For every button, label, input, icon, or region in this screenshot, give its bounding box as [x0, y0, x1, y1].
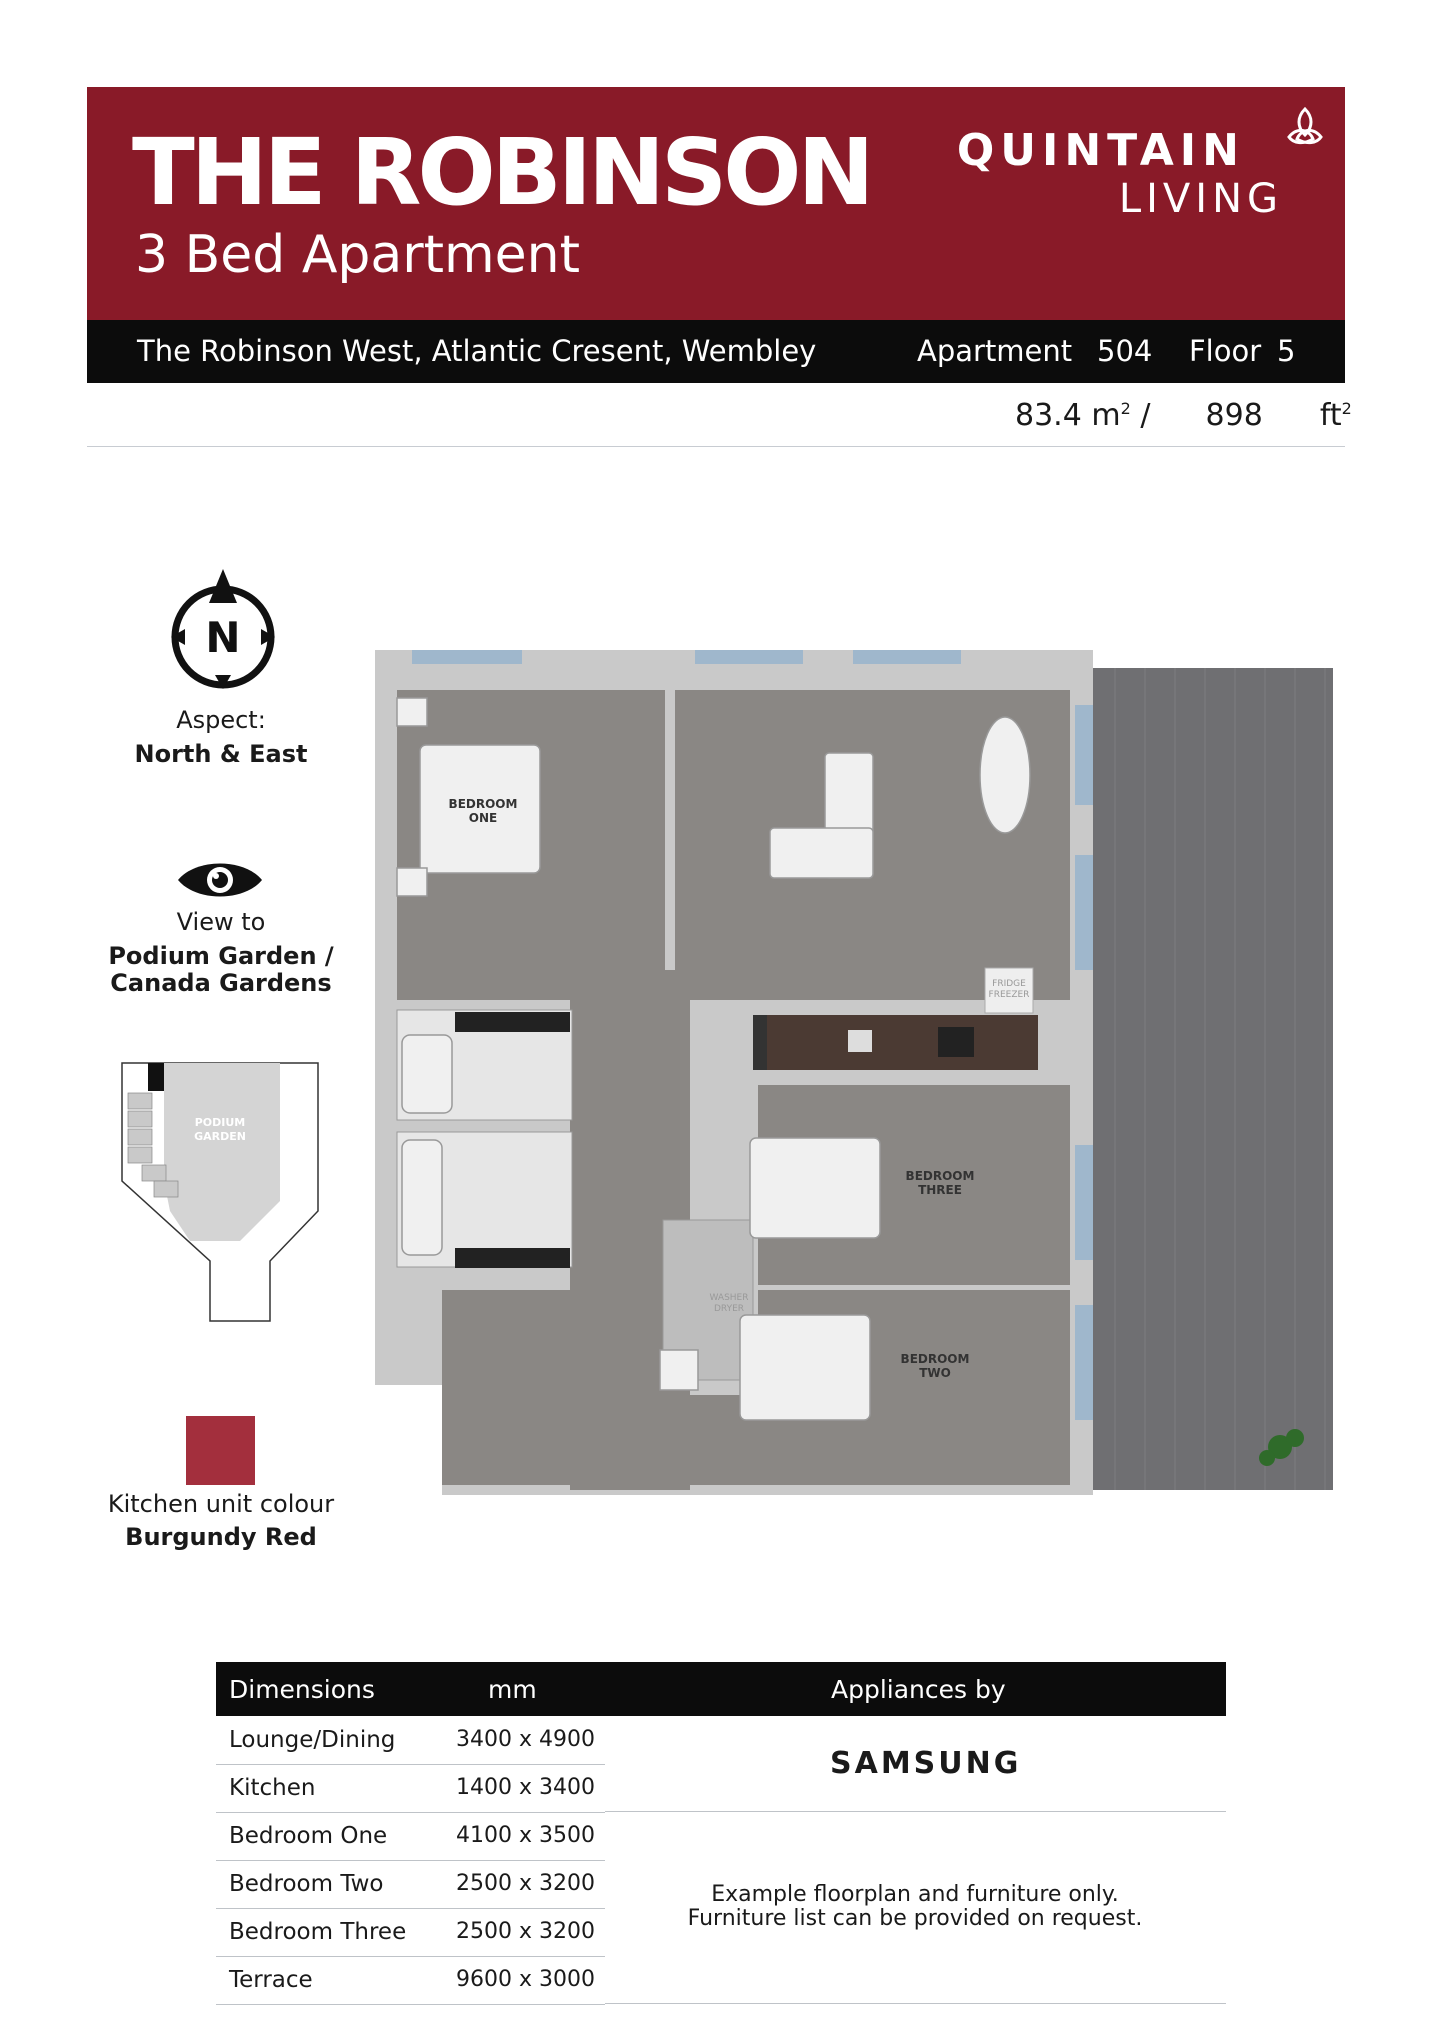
brand-sub: LIVING	[1118, 176, 1283, 222]
svg-text:ONE: ONE	[469, 811, 497, 825]
view-label: View to	[176, 908, 266, 936]
svg-text:THREE: THREE	[918, 1183, 962, 1197]
dining-table	[979, 716, 1031, 834]
appliances-divider	[605, 1811, 1226, 1812]
appliance-brand-logo: SAMSUNG	[830, 1746, 1022, 1781]
note-line-1: Example floorplan and furniture only.	[711, 1882, 1119, 1907]
address: The Robinson West, Atlantic Cresent, Wem…	[137, 334, 817, 368]
svg-text:BEDROOM: BEDROOM	[449, 797, 518, 811]
kitchen-counter	[753, 1015, 1038, 1070]
svg-text:BEDROOM: BEDROOM	[906, 1169, 975, 1183]
aspect-value: North & East	[134, 740, 308, 768]
page-title: THE ROBINSON	[132, 119, 874, 226]
header-dimensions: Dimensions	[229, 1675, 375, 1704]
address-bar: The Robinson West, Atlantic Cresent, Wem…	[87, 320, 1345, 383]
area-ft2: 898	[1205, 398, 1263, 433]
table-row: Kitchen 1400 x 3400	[216, 1764, 605, 1813]
site-plan-keymap: PODIUM GARDEN	[121, 1062, 319, 1322]
svg-text:N: N	[205, 613, 240, 662]
svg-text:GARDEN: GARDEN	[194, 1130, 246, 1143]
brand-name: QUINTAIN	[956, 125, 1245, 176]
header-divider	[87, 446, 1345, 447]
floor-label: Floor	[1189, 334, 1262, 368]
eye-icon	[178, 863, 262, 897]
kitchen-label: Kitchen unit colour	[107, 1490, 335, 1518]
brand-logo-icon	[1287, 106, 1323, 145]
table-row: Bedroom Three 2500 x 3200	[216, 1908, 605, 1957]
washer-dryer	[659, 1349, 699, 1391]
view-value-1: Podium Garden /	[108, 942, 334, 970]
area-separator: /	[1140, 398, 1151, 433]
floor-plan: BEDROOM ONE BEDROOM THREE BEDROOM TWO FR…	[375, 650, 1333, 1495]
page-subtitle: 3 Bed Apartment	[135, 225, 581, 285]
svg-text:TWO: TWO	[919, 1366, 951, 1380]
terrace	[1093, 668, 1333, 1490]
kitchen-value: Burgundy Red	[125, 1523, 317, 1551]
view-value-2: Canada Gardens	[110, 969, 332, 997]
header-banner: THE ROBINSON 3 Bed Apartment QUINTAIN LI…	[87, 87, 1345, 320]
area-m2: 83.4	[1015, 398, 1082, 433]
svg-text:DRYER: DRYER	[714, 1304, 744, 1314]
aspect-label: Aspect:	[176, 706, 266, 734]
kitchen-colour-swatch	[186, 1416, 255, 1485]
entrance	[442, 1290, 592, 1485]
compass-north-icon: N	[171, 569, 275, 689]
svg-text:FREEZER: FREEZER	[989, 990, 1030, 1000]
bed-one	[419, 744, 541, 874]
note-line-2: Furniture list can be provided on reques…	[687, 1906, 1143, 1931]
floor-number: 5	[1277, 334, 1296, 368]
table-row: Bedroom One 4100 x 3500	[216, 1812, 605, 1861]
bed-two	[739, 1314, 871, 1421]
header-unit: mm	[488, 1675, 537, 1704]
svg-text:BEDROOM: BEDROOM	[901, 1352, 970, 1366]
apartment-number: 504	[1097, 334, 1153, 368]
table-row: Terrace 9600 x 3000	[216, 1956, 605, 2005]
header-appliances: Appliances by	[831, 1675, 1006, 1704]
table-row: Lounge/Dining 3400 x 4900	[216, 1716, 605, 1765]
dimensions-table-header: Dimensions mm Appliances by	[216, 1662, 1226, 1716]
table-bottom-rule	[605, 2003, 1226, 2004]
svg-text:FRIDGE: FRIDGE	[992, 979, 1026, 989]
apartment-label: Apartment	[917, 334, 1073, 368]
svg-text:WASHER: WASHER	[710, 1293, 749, 1303]
bed-three	[749, 1137, 881, 1239]
table-row: Bedroom Two 2500 x 3200	[216, 1860, 605, 1909]
area-summary: 83.4 m2 / 898 ft2	[1015, 398, 1352, 433]
svg-text:PODIUM: PODIUM	[195, 1116, 246, 1129]
